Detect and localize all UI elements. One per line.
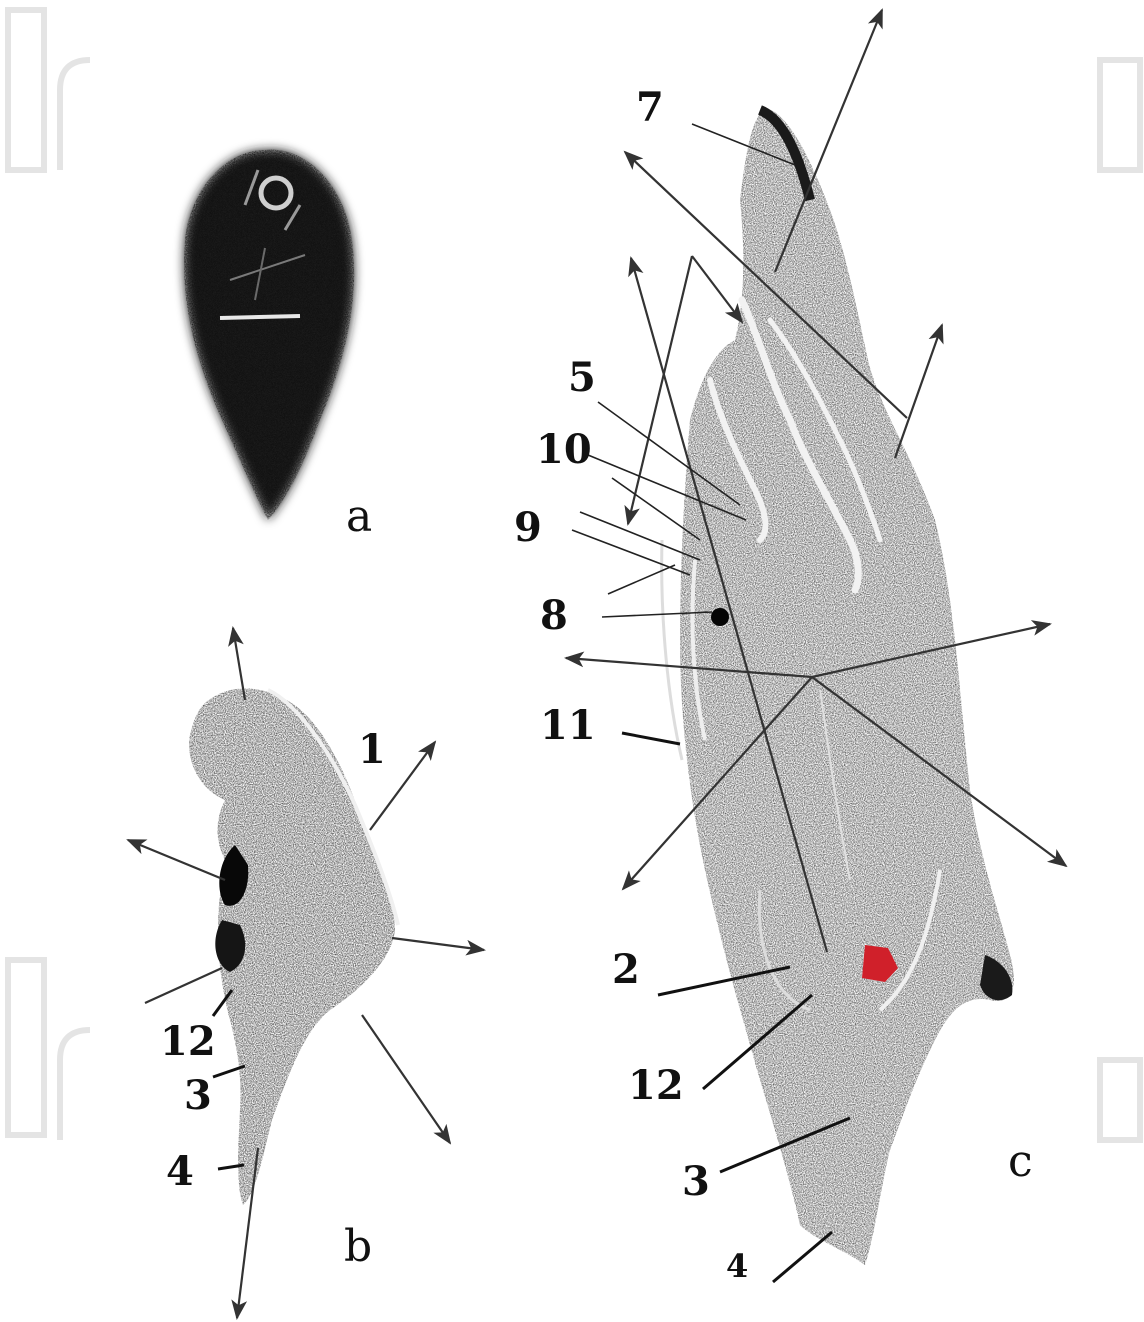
panel-letter-c: c xyxy=(1008,1140,1033,1184)
label-c-7: 7 xyxy=(636,88,664,128)
label-b-3: 3 xyxy=(184,1076,212,1116)
label-b-12: 12 xyxy=(160,1022,216,1062)
label-c-5: 5 xyxy=(568,358,596,398)
panel-letter-b: b xyxy=(344,1225,372,1269)
label-c-8: 8 xyxy=(540,596,568,636)
label-c-11: 11 xyxy=(540,706,596,746)
panel-a-cell xyxy=(184,150,354,520)
panel-c-cell xyxy=(662,108,1014,1265)
panel-letter-a: a xyxy=(346,495,372,539)
label-c-2: 2 xyxy=(612,950,640,990)
panel-b-tail-line xyxy=(145,968,222,1003)
label-c-12: 12 xyxy=(628,1066,684,1106)
label-c-3: 3 xyxy=(682,1162,710,1202)
label-c-9: 9 xyxy=(514,508,542,548)
label-c-10: 10 xyxy=(536,430,592,470)
label-b-4: 4 xyxy=(166,1152,194,1192)
label-b-1: 1 xyxy=(358,730,386,770)
label-c-4: 4 xyxy=(726,1250,748,1282)
